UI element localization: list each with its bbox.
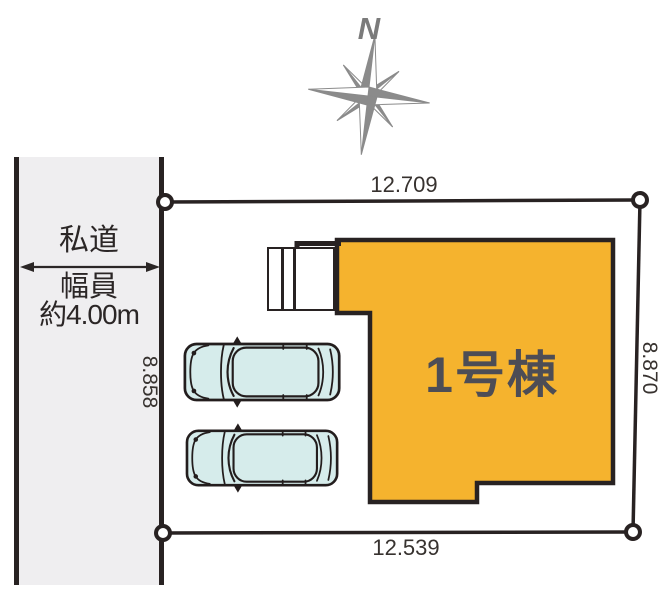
- porch-step-line: [281, 249, 284, 309]
- road-width-arrow: [20, 262, 160, 272]
- dimension-top: 12.709: [370, 172, 438, 197]
- car-icon: [185, 422, 339, 494]
- dimension-left: 8.858: [138, 355, 161, 409]
- compass-rose-icon: [308, 35, 430, 155]
- porch-step-line: [293, 249, 296, 309]
- road-name-label: 私道: [59, 224, 119, 257]
- road-width-value: 約4.00m: [39, 299, 140, 330]
- car-icon: [183, 335, 341, 409]
- entrance-porch: [267, 247, 335, 311]
- dimension-bottom: 12.539: [372, 535, 440, 560]
- road-width-label: 幅員: [59, 271, 118, 303]
- dimension-right: 8.870: [638, 341, 661, 395]
- private-road: [14, 157, 164, 585]
- building-footprint: [334, 237, 616, 505]
- boundary-corner-markers: [154, 191, 649, 542]
- building-label: 1号棟: [425, 347, 559, 403]
- compass-north-label: N: [357, 11, 381, 46]
- plot-boundary-lines: [162, 198, 642, 535]
